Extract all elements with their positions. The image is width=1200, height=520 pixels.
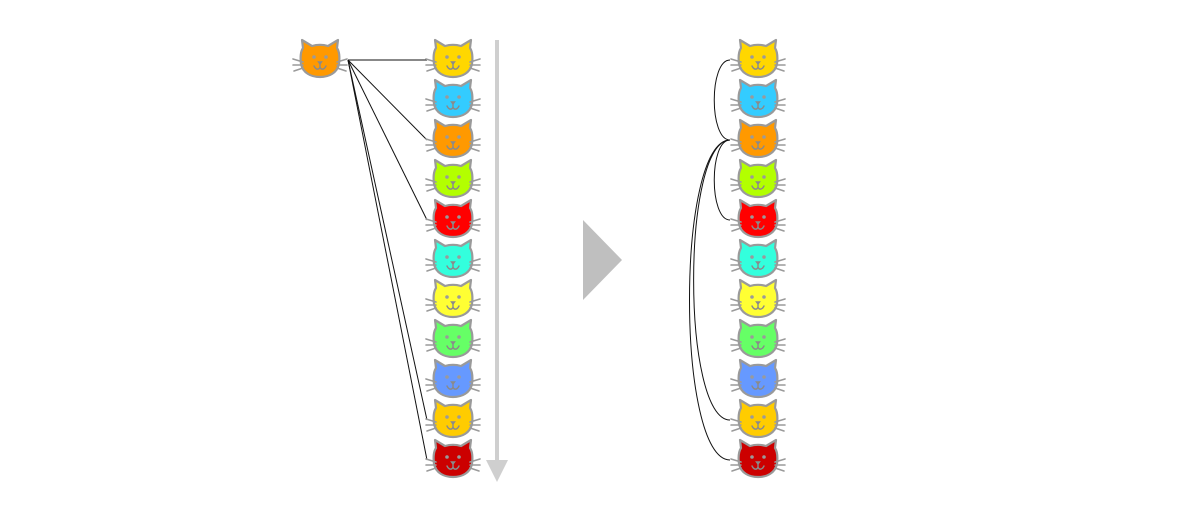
cat-icon <box>425 398 481 439</box>
edge-arc <box>713 139 731 221</box>
cat-icon <box>425 38 481 79</box>
cat-icon <box>425 238 481 279</box>
edge-arc <box>689 139 731 461</box>
edge-arc <box>693 139 731 421</box>
cat-icon <box>730 438 786 479</box>
cat-icon <box>730 78 786 119</box>
cat-icon <box>730 238 786 279</box>
cat-icon <box>730 318 786 359</box>
cat-icon <box>730 278 786 319</box>
left-cat-column <box>425 38 481 479</box>
cat-icon <box>730 118 786 159</box>
cat-icon <box>730 198 786 239</box>
right-edges <box>689 59 731 461</box>
cat-icon <box>730 358 786 399</box>
cat-icon <box>730 38 786 79</box>
edge-line <box>347 59 428 421</box>
source-cat-group <box>292 38 348 79</box>
cat-icon <box>425 78 481 119</box>
edge-arc <box>713 59 731 141</box>
cat-icon <box>425 198 481 239</box>
transform-arrow-icon <box>583 220 622 300</box>
cat-icon <box>425 158 481 199</box>
source-cat-icon <box>292 38 348 79</box>
left-edges <box>347 59 428 461</box>
cat-icon <box>730 398 786 439</box>
cat-icon <box>425 358 481 399</box>
right-cat-column <box>730 38 786 479</box>
cat-icon <box>425 318 481 359</box>
edge-line <box>347 59 428 461</box>
cat-icon <box>425 278 481 319</box>
edge-line <box>347 59 428 221</box>
cat-icon <box>425 438 481 479</box>
cat-icon <box>730 158 786 199</box>
edge-line <box>347 59 428 141</box>
cat-icon <box>425 118 481 159</box>
time-order-arrow <box>486 40 508 482</box>
